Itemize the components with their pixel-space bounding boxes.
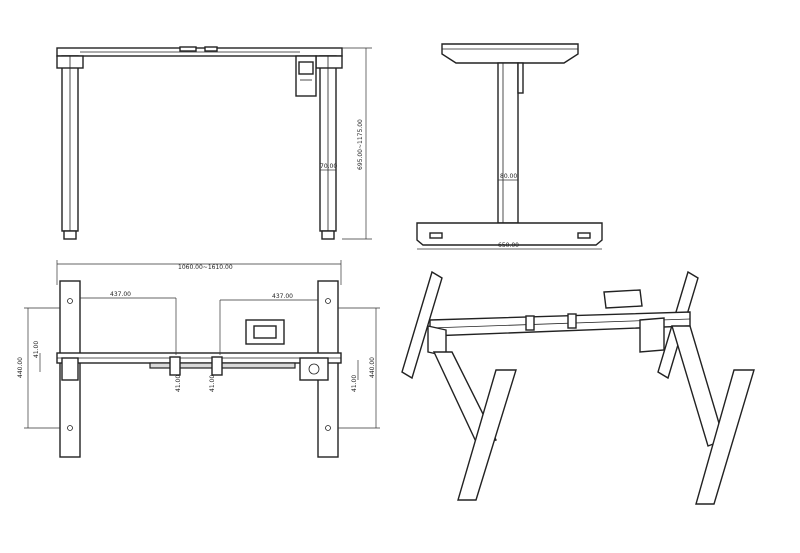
front-column-dim: 70.00 [320,163,337,170]
front-view: 70.00 695.00~1175.00 [56,46,372,240]
side-column [497,62,519,224]
top-right-offset: 437.00 [272,293,293,300]
top-left-offset: 437.00 [110,291,131,298]
iso-right-column [671,325,725,447]
top-hole-left: 41.00 [175,375,182,392]
iso-right-foot [695,369,755,505]
top-view: 1060.00~1610.00 437.00 437.00 440 [17,260,380,458]
top-left-depth: 440.00 [17,357,24,378]
side-foot [416,222,603,246]
iso-view [401,270,755,505]
iso-left-foot [457,369,517,501]
top-left-small: 41.00 [33,341,40,358]
top-right-small: 41.00 [351,375,358,392]
side-column-dim: 80.00 [500,173,517,180]
front-height-dim: 695.00~1175.00 [357,119,364,170]
top-hole-right: 41.00 [209,375,216,392]
iso-control-box [603,289,643,309]
top-width-dim: 1060.00~1610.00 [178,264,233,271]
top-right-depth: 440.00 [369,357,376,378]
iso-left-top-bracket [401,270,443,380]
side-top-bracket [441,43,579,64]
side-foot-dim: 650.00 [498,242,519,249]
side-view: 80.00 650.00 [416,43,603,250]
